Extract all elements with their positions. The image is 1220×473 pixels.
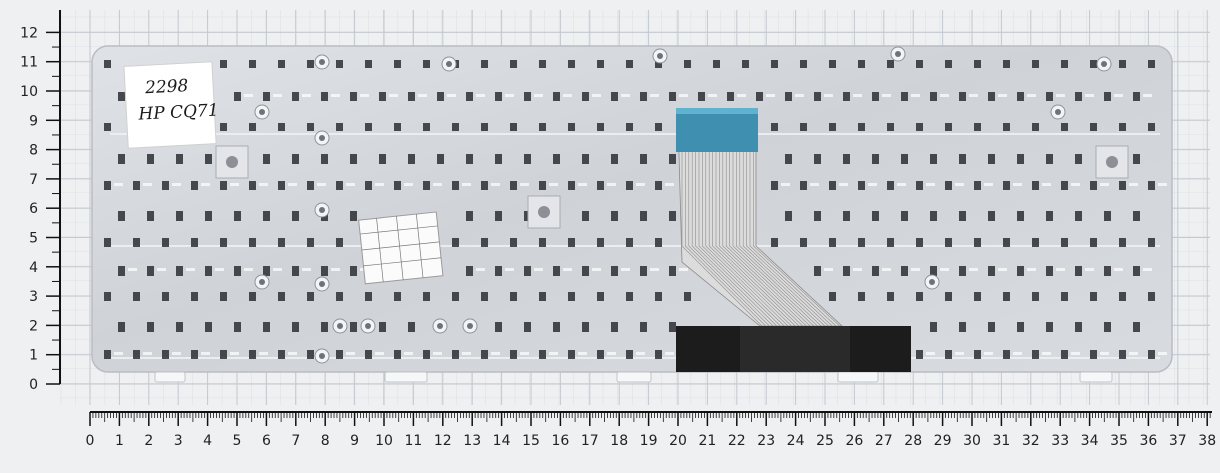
- note-label-line1: 2298: [144, 76, 189, 98]
- ruler-y-label: 7: [29, 172, 38, 188]
- note-label-line2: HP CQ71: [137, 100, 219, 124]
- ribbon-connector: [676, 108, 758, 152]
- ruler-x-label: 17: [581, 433, 599, 449]
- ruler-x-label: 25: [816, 433, 834, 449]
- ruler-x-label: 31: [992, 433, 1010, 449]
- ribbon-cable: [676, 108, 911, 372]
- ruler-y-label: 1: [29, 348, 38, 364]
- ruler-x-label: 23: [757, 433, 775, 449]
- ruler-x-label: 15: [522, 433, 540, 449]
- inspection-sticker: [358, 211, 444, 285]
- ruler-x-label: 18: [610, 433, 628, 449]
- mounting-plates: [215, 145, 1129, 229]
- ruler-x-label: 38: [1198, 433, 1216, 449]
- ruler-x-label: 20: [669, 433, 687, 449]
- ruler-x-label: 29: [934, 433, 952, 449]
- ruler-x-label: 11: [404, 433, 422, 449]
- ruler-x-label: 7: [291, 433, 300, 449]
- ruler-x-label: 0: [86, 433, 95, 449]
- ruler-x-label: 14: [493, 433, 511, 449]
- ruler-x-label: 1: [115, 433, 124, 449]
- ruler-x-label: 3: [174, 433, 183, 449]
- ruler-x-label: 22: [728, 433, 746, 449]
- ruler-x-label: 13: [463, 433, 481, 449]
- ruler-x-label: 2: [144, 433, 153, 449]
- ruler-y-label: 12: [20, 25, 38, 41]
- ruler-y-label: 4: [29, 260, 38, 276]
- ruler-y-label: 9: [29, 113, 38, 129]
- ruler-y-label: 6: [29, 201, 38, 217]
- ruler-x-label: 30: [963, 433, 981, 449]
- screws: [254, 46, 1112, 364]
- note-label: 2298 HP CQ71: [123, 61, 219, 149]
- ruler-x-label: 5: [233, 433, 242, 449]
- ruler-x-label: 4: [203, 433, 212, 449]
- keyboard-plate: [91, 45, 1173, 373]
- ruler-y-label: 10: [20, 84, 38, 100]
- ruler-x-label: 24: [787, 433, 805, 449]
- ruler-x-label: 6: [262, 433, 271, 449]
- key-holes: [104, 60, 1167, 359]
- ruler-x-label: 37: [1169, 433, 1187, 449]
- ruler-x-label: 33: [1051, 433, 1069, 449]
- ruler-y-label: 0: [29, 377, 38, 393]
- plate-tabs: [154, 371, 1113, 383]
- ruler-y-label: 3: [29, 289, 38, 305]
- ruler-x-label: 28: [904, 433, 922, 449]
- ruler-x-label: 19: [640, 433, 658, 449]
- ruler-x-label: 36: [1139, 433, 1157, 449]
- ruler-x-label: 10: [375, 433, 393, 449]
- ruler-x-label: 34: [1081, 433, 1099, 449]
- ruler-x-label: 32: [1022, 433, 1040, 449]
- ruler-x-label: 12: [434, 433, 452, 449]
- ruler-x-label: 8: [321, 433, 330, 449]
- ruler-x-label: 16: [551, 433, 569, 449]
- ruler-y-label: 8: [29, 143, 38, 159]
- ruler-x-label: 21: [698, 433, 716, 449]
- ruler-x-label: 35: [1110, 433, 1128, 449]
- ruler-y-label: 2: [29, 318, 38, 334]
- ruler-y-label: 11: [20, 55, 38, 71]
- ruler-x-label: 9: [350, 433, 359, 449]
- ruler-y-label: 5: [29, 231, 38, 247]
- ruler-x-label: 27: [875, 433, 893, 449]
- ruler-x-label: 26: [845, 433, 863, 449]
